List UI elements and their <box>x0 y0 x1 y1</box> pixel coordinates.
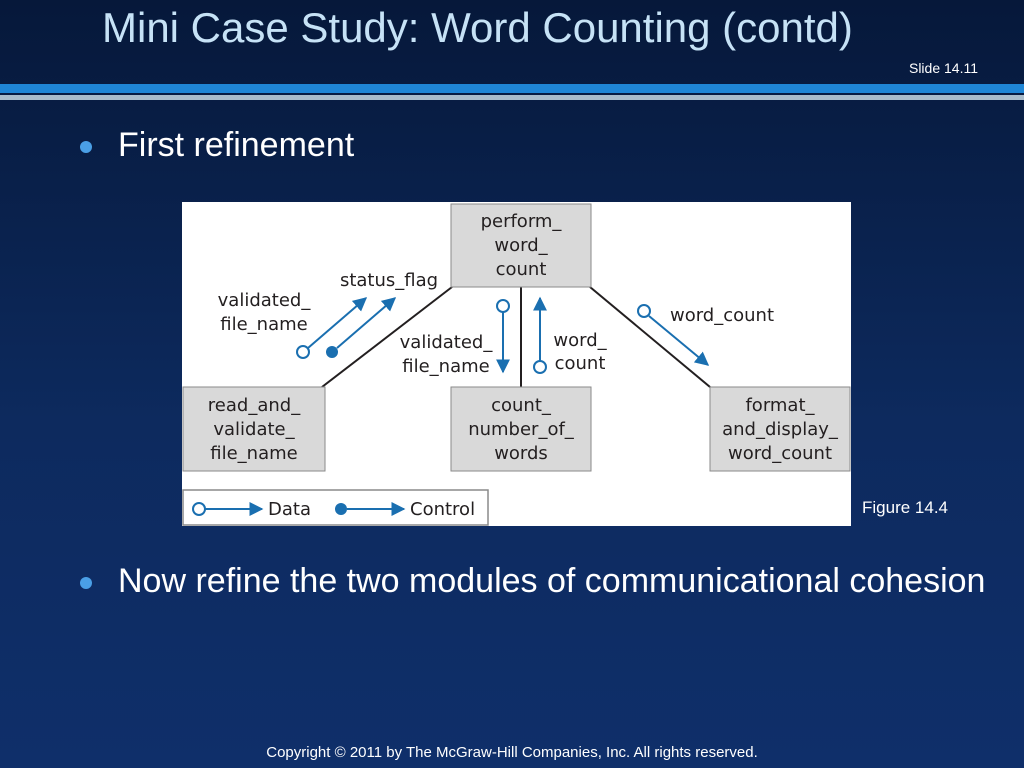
bullet-text: Now refine the two modules of communicat… <box>118 562 986 600</box>
module-label: word_ <box>494 235 548 256</box>
module-label: validate_ <box>213 419 295 440</box>
module-label: perform_ <box>481 211 563 232</box>
header-divider-light <box>0 95 1024 100</box>
figure-caption: Figure 14.4 <box>862 498 948 517</box>
legend-control-icon <box>335 503 347 515</box>
module-label: read_and_ <box>208 395 301 416</box>
flow-label: status_flag <box>340 270 438 291</box>
legend-data-icon <box>192 502 206 516</box>
flow-label: validated_ <box>218 290 312 311</box>
slide-header: Mini Case Study: Word Counting (contd) S… <box>0 0 1024 100</box>
flow-label: word_count <box>670 305 774 326</box>
flow-right-data: word_count <box>637 304 774 366</box>
module-label: word_count <box>728 443 832 464</box>
module-count-number-of-words: count_ number_of_ words <box>450 386 592 472</box>
flow-label: count <box>555 353 606 374</box>
bullet-dot-icon <box>80 141 92 153</box>
module-label: number_of_ <box>468 419 575 440</box>
slide-number: Slide 14.11 <box>908 60 978 76</box>
module-read-and-validate-file-name: read_and_ validate_ file_name <box>182 386 326 472</box>
module-label: count <box>496 259 547 280</box>
bullet-text: First refinement <box>118 126 355 164</box>
flow-label: file_name <box>402 356 489 377</box>
diagram-legend: Data Control <box>182 489 489 526</box>
connector-left <box>321 286 453 388</box>
structure-chart-diagram: perform_ word_ count read_and_ validate_… <box>182 202 851 526</box>
module-label: format_ <box>745 395 815 416</box>
module-label: count_ <box>491 395 552 416</box>
flow-mid-down-data: validated_ file_name <box>400 299 510 377</box>
module-perform-word-count: perform_ word_ count <box>450 203 592 288</box>
slide-title: Mini Case Study: Word Counting (contd) <box>102 4 853 51</box>
module-format-and-display-word-count: format_ and_display_ word_count <box>709 386 851 472</box>
flow-label: validated_ <box>400 332 494 353</box>
module-label: file_name <box>210 443 297 464</box>
header-divider-blue <box>0 84 1024 93</box>
connector-right <box>589 286 711 388</box>
copyright-footer: Copyright © 2011 by The McGraw-Hill Comp… <box>266 744 758 761</box>
legend-control-label: Control <box>410 499 475 520</box>
module-label: and_display_ <box>722 419 839 440</box>
legend-data-label: Data <box>268 499 311 520</box>
module-label: words <box>494 443 548 464</box>
flow-left-data: validated_ file_name <box>218 290 368 359</box>
bullet-dot-icon <box>80 577 92 589</box>
flow-mid-up-data: word_ count <box>533 296 608 374</box>
flow-label: word_ <box>553 330 607 351</box>
flow-label: file_name <box>220 314 307 335</box>
flow-left-control: status_flag <box>326 270 438 358</box>
